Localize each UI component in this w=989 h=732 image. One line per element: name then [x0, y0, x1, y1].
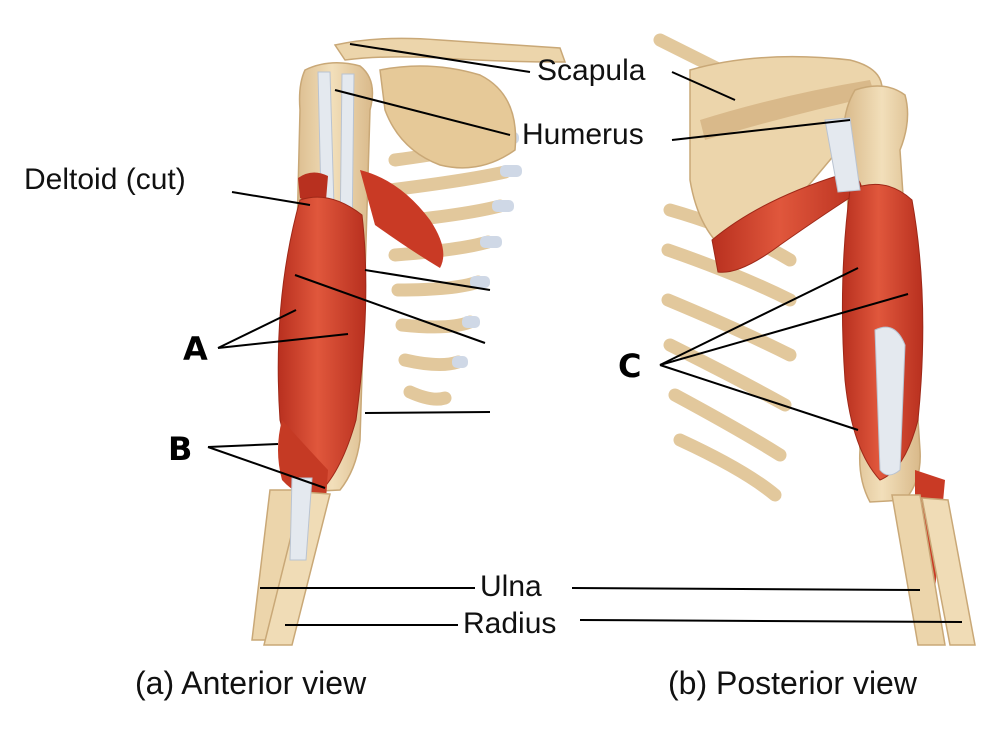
- anterior-rib-cage: [383, 133, 512, 406]
- posterior-shoulder-tendon: [824, 117, 861, 193]
- anterior-coracobrachialis: [360, 170, 444, 268]
- posterior-view: [653, 33, 976, 646]
- humerus-label: Humerus: [522, 118, 644, 151]
- posterior-triceps-tendon: [874, 326, 906, 476]
- label-a: A: [183, 330, 208, 368]
- label-c: C: [618, 347, 642, 385]
- anterior-costal-cartilage: [452, 132, 522, 368]
- anterior-scapula: [379, 65, 517, 169]
- anterior-biceps: [277, 196, 367, 493]
- radius-label: Radius: [463, 607, 557, 640]
- posterior-ulna: [891, 494, 946, 646]
- caption-posterior-view: (b) Posterior view: [668, 665, 917, 701]
- scapula-label: Scapula: [537, 54, 646, 87]
- posterior-radius: [921, 497, 976, 646]
- leader-lines: [207, 43, 963, 626]
- posterior-scapular-spine: [700, 80, 875, 140]
- anterior-elbow-tendon: [289, 477, 313, 561]
- deltoid-label: Deltoid (cut): [24, 163, 186, 196]
- anterior-view: [251, 37, 567, 646]
- ulna-label: Ulna: [480, 570, 542, 603]
- anterior-deltoid-cut: [298, 172, 328, 203]
- caption-anterior-view: (a) Anterior view: [135, 665, 367, 701]
- anterior-clavicle: [333, 37, 567, 63]
- anterior-brachialis: [278, 420, 328, 500]
- label-b: B: [168, 430, 193, 468]
- anterior-radius: [263, 491, 331, 646]
